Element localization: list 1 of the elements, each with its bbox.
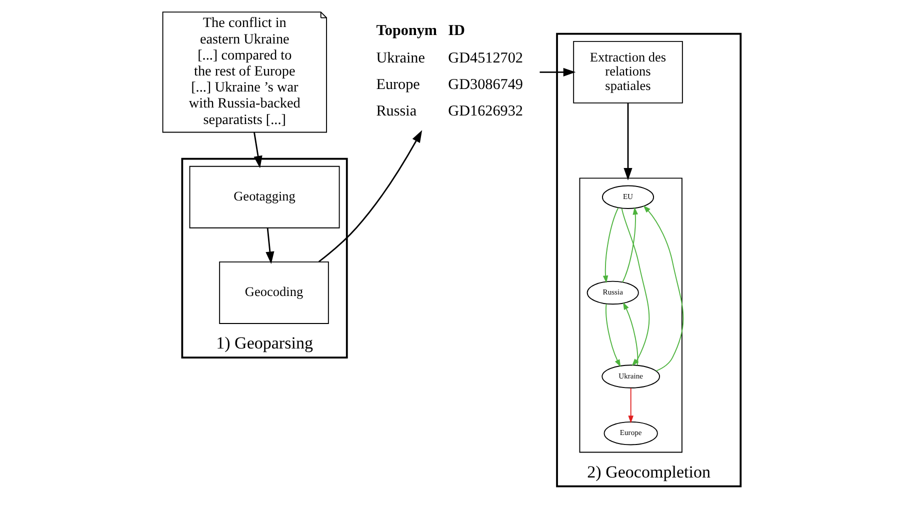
node-text: Toponym ID Ukraine GD4512702 Europe GD3086749 Russia GD1626932	[376, 23, 522, 120]
